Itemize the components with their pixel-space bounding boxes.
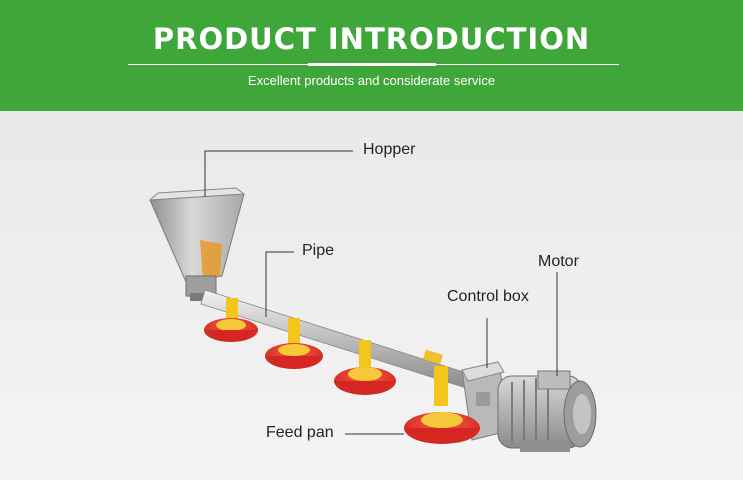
- header-banner: PRODUCT INTRODUCTION Excellent products …: [0, 0, 743, 111]
- leader-lines: [204, 150, 558, 435]
- motor: [497, 370, 597, 452]
- control-box-label: Control box: [447, 288, 529, 305]
- feed-pan: [404, 366, 480, 444]
- page-subtitle: Excellent products and considerate servi…: [247, 73, 496, 88]
- page-title: PRODUCT INTRODUCTION: [152, 22, 591, 56]
- title-divider-accent: [308, 63, 436, 66]
- hopper-label: Hopper: [363, 141, 416, 158]
- feeding-system-illustration: [148, 150, 597, 452]
- motor-label: Motor: [538, 253, 579, 270]
- feed-pan: [265, 318, 323, 369]
- hopper-leader: [204, 150, 353, 197]
- feed-pan: [334, 340, 396, 395]
- feed-pan-label: Feed pan: [266, 424, 334, 441]
- pipe-leader: [265, 251, 294, 317]
- pipe-label: Pipe: [302, 242, 335, 259]
- feed-pan: [204, 298, 258, 342]
- product-scene: Hopper Pipe Motor Control box Feed pan: [0, 111, 743, 480]
- hopper: [148, 187, 246, 301]
